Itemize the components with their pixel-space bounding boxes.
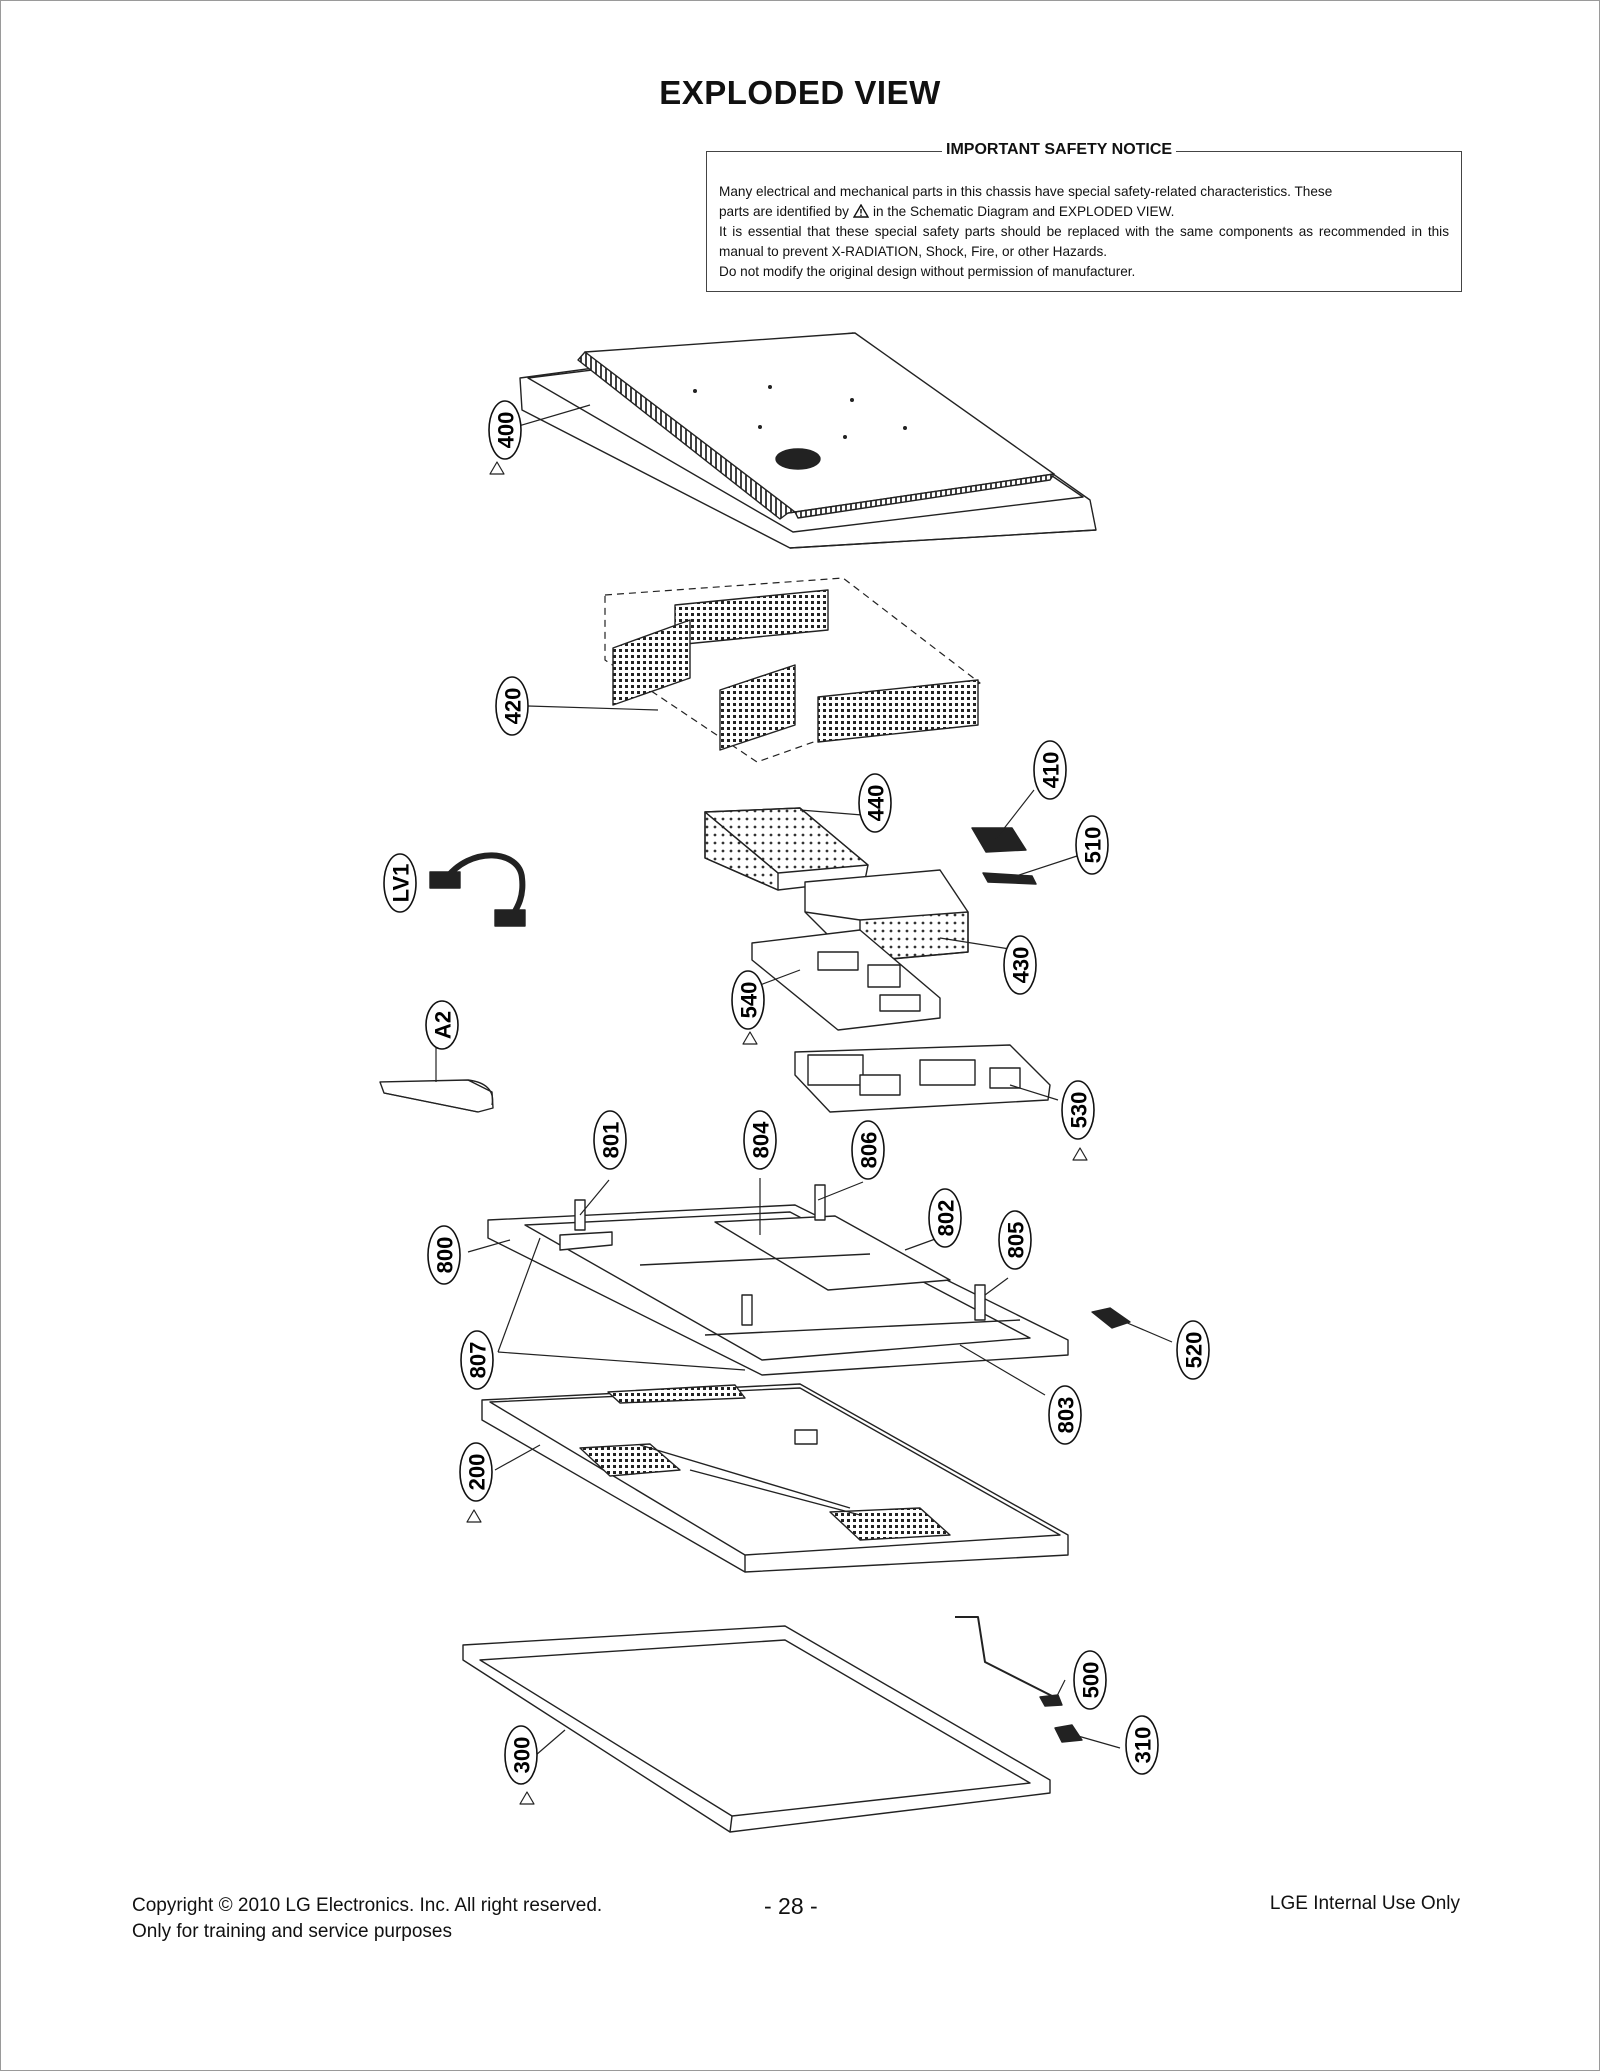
notice-line-2-pre: parts are identified by [719, 204, 849, 219]
part-530-power-board [794, 1044, 1051, 1113]
part-label-510: 510 [1075, 815, 1109, 875]
part-label-text: 804 [749, 1121, 774, 1158]
notice-line-4: Do not modify the original design withou… [719, 264, 1136, 279]
warning-triangle-icon [852, 204, 869, 218]
part-label-text: LV1 [389, 864, 414, 903]
part-label-text: 805 [1004, 1222, 1029, 1259]
notice-line-2-post: in the Schematic Diagram and EXPLODED VI… [872, 204, 1175, 219]
part-420-shield-panels [604, 577, 981, 763]
part-label-text: 510 [1081, 827, 1106, 864]
page-title: EXPLODED VIEW [659, 74, 941, 111]
part-label-800: 800 [427, 1225, 461, 1285]
part-label-text: 500 [1079, 1662, 1104, 1699]
part-label-text: 420 [501, 688, 526, 725]
page-number: - 28 - [764, 1893, 818, 1919]
part-440-shield-case [704, 807, 869, 891]
part-540-main-board [751, 929, 941, 1031]
part-label-text: 802 [934, 1200, 959, 1237]
notice-line-3: It is essential that these special safet… [719, 224, 1449, 259]
part-label-text: 410 [1039, 752, 1064, 789]
part-label-text: 807 [466, 1342, 491, 1379]
part-label-300: 300 [504, 1725, 538, 1785]
part-label-text: 803 [1054, 1397, 1079, 1434]
part-label-400: 400 [488, 400, 522, 460]
part-label-text: 806 [857, 1132, 882, 1169]
part-label-text: A2 [431, 1011, 456, 1039]
part-200-lcd-module [481, 1383, 1069, 1573]
part-a2-receiver [379, 1079, 494, 1113]
part-label-text: 540 [737, 982, 762, 1019]
part-label-text: 430 [1009, 947, 1034, 984]
part-label-text: 400 [494, 412, 519, 449]
part-label-807: 807 [460, 1330, 494, 1390]
part-label-500: 500 [1073, 1650, 1107, 1710]
part-label-420: 420 [495, 676, 529, 736]
part-310-button [1054, 1724, 1083, 1743]
part-label-310: 310 [1125, 1715, 1159, 1775]
part-label-440: 440 [858, 773, 892, 833]
part-label-802: 802 [928, 1188, 962, 1248]
part-label-text: 300 [510, 1737, 535, 1774]
part-400-back-cover [519, 332, 1097, 549]
part-410-board [971, 827, 1027, 853]
footer-left: Copyright © 2010 LG Electronics. Inc. Al… [132, 1893, 602, 1945]
part-label-804: 804 [743, 1110, 777, 1170]
part-label-lv1: LV1 [383, 853, 417, 913]
part-label-text: 310 [1131, 1727, 1156, 1764]
part-label-430: 430 [1003, 935, 1037, 995]
part-label-text: 200 [465, 1454, 490, 1491]
part-label-text: 520 [1182, 1332, 1207, 1369]
part-800-frame [487, 1184, 1069, 1376]
part-510-board [982, 872, 1037, 885]
part-label-text: 440 [864, 785, 889, 822]
part-label-410: 410 [1033, 740, 1067, 800]
part-label-text: 800 [433, 1237, 458, 1274]
warning-markers [466, 461, 1088, 1805]
part-label-520: 520 [1176, 1320, 1210, 1380]
part-300-front-bezel [462, 1625, 1051, 1833]
part-label-200: 200 [459, 1442, 493, 1502]
notice-line-1: Many electrical and mechanical parts in … [719, 184, 1333, 199]
internal-use-text: LGE Internal Use Only [1269, 1893, 1460, 1914]
part-label-text: 801 [599, 1122, 624, 1159]
part-lv1-cable [429, 852, 526, 927]
part-label-530: 530 [1061, 1080, 1095, 1140]
part-520-bracket [1091, 1307, 1131, 1329]
part-label-806: 806 [851, 1120, 885, 1180]
part-label-803: 803 [1048, 1385, 1082, 1445]
safety-notice-box: IMPORTANT SAFETY NOTICE Many electrical … [706, 141, 1462, 292]
copyright-text: Copyright © 2010 LG Electronics. Inc. Al… [132, 1895, 603, 1916]
part-label-text: 530 [1067, 1092, 1092, 1129]
part-500-cable [955, 1616, 1063, 1707]
safety-notice-title: IMPORTANT SAFETY NOTICE [942, 141, 1177, 159]
notice-line-2: parts are identified by in the Schematic … [719, 202, 1449, 222]
safety-notice-body: Many electrical and mechanical parts in … [719, 182, 1449, 282]
part-label-805: 805 [998, 1210, 1032, 1270]
part-label-801: 801 [593, 1110, 627, 1170]
part-label-540: 540 [731, 970, 765, 1030]
purpose-text: Only for training and service purposes [132, 1921, 452, 1942]
part-label-a2: A2 [425, 1000, 459, 1050]
